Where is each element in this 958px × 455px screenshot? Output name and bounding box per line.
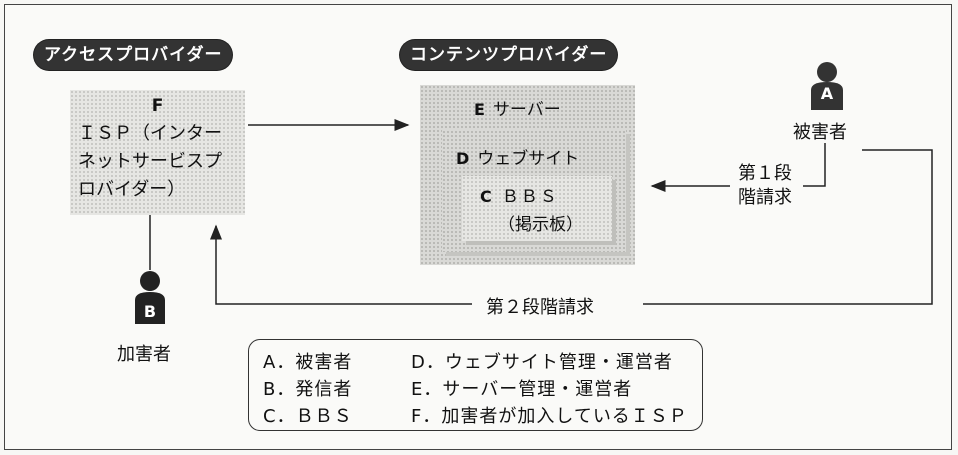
offender-person-icon (135, 271, 165, 324)
website-label: D ウェブサイト (456, 144, 579, 169)
offender-badge: B (143, 302, 157, 321)
isp-label-line-2: ネットサービスプ (78, 151, 222, 172)
website-label-text: ウェブサイト (477, 149, 580, 169)
victim-person-icon (811, 62, 843, 110)
legend-item-d: D．ウェブサイト管理・運営者 (411, 352, 673, 373)
isp-label-line-1: ＩＳＰ（インター (78, 123, 222, 144)
request2-arrow (210, 224, 472, 305)
content-provider-title: コンテンツプロバイダー (400, 40, 618, 70)
request1-label: 第１段 階請求 (738, 162, 792, 210)
request2-label: 第２段階請求 (486, 297, 594, 318)
victim-label: 被害者 (793, 122, 847, 143)
server-label: E サーバー (474, 95, 561, 120)
request1-line2: 階請求 (738, 187, 792, 208)
victim-badge: A (820, 84, 834, 103)
server-label-text: サーバー (492, 100, 561, 120)
bbs-label-text: ＢＢＳ (501, 187, 559, 207)
request2-line-right (643, 149, 933, 305)
server-letter: E (474, 100, 485, 119)
offender-figure: B (132, 270, 168, 330)
isp-box: F ＩＳＰ（インター ネットサービスプ ロバイダー） (70, 90, 245, 215)
isp-label: ＩＳＰ（インター ネットサービスプ ロバイダー） (78, 120, 222, 204)
legend-item-f: F．加害者が加入しているＩＳＰ (411, 406, 688, 427)
legend-item-c: C．ＢＢＳ (263, 406, 353, 427)
bbs-letter: C (480, 187, 494, 206)
bbs-box: C ＢＢＳ （掲示板） (462, 176, 612, 241)
legend-item-a: A．被害者 (263, 352, 353, 373)
legend-box: A．被害者 B．発信者 C．ＢＢＳ D．ウェブサイト管理・運営者 E．サーバー管… (248, 339, 703, 431)
legend-item-e: E．サーバー管理・運営者 (411, 379, 633, 400)
victim-figure: A (807, 60, 847, 116)
victim-to-request1-line (803, 143, 826, 187)
website-letter: D (456, 149, 470, 168)
isp-label-line-3: ロバイダー） (78, 179, 186, 200)
bbs-label: C ＢＢＳ (480, 182, 559, 207)
legend-item-b: B．発信者 (263, 379, 353, 400)
bbs-sublabel: （掲示板） (498, 215, 583, 235)
access-provider-title: アクセスプロバイダー (34, 40, 233, 70)
offender-label: 加害者 (117, 344, 171, 365)
isp-letter: F (151, 96, 164, 116)
request1-line1: 第１段 (738, 163, 792, 184)
